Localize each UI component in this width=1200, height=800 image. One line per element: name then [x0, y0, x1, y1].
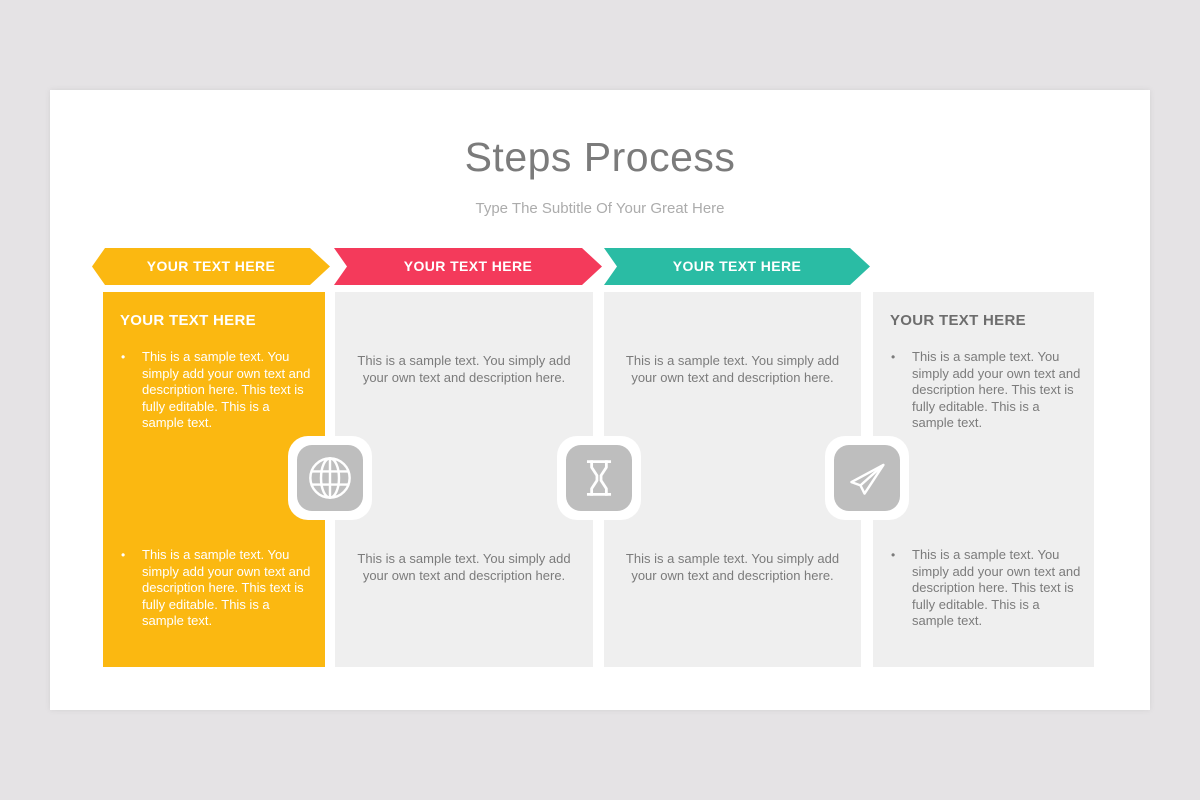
column-heading: YOUR TEXT HERE — [120, 312, 256, 329]
step-column-3: This is a sample text. You simply add yo… — [604, 292, 861, 667]
column-paragraph: This is a sample text. You simply add yo… — [625, 551, 840, 583]
slide-title: Steps Process — [464, 134, 736, 180]
slide-canvas: Steps Process Type The Subtitle Of Your … — [50, 90, 1150, 710]
bullet-marker: • — [121, 548, 126, 562]
column-paragraph: This is a sample text. You simply add yo… — [625, 353, 840, 385]
bullet-item: • This is a sample text. You simply add … — [891, 547, 1084, 630]
bullet-marker: • — [891, 350, 896, 364]
column-paragraph: This is a sample text. You simply add yo… — [357, 353, 571, 385]
step-banner-3: YOUR TEXT HERE — [604, 248, 870, 285]
icon-card — [288, 436, 372, 520]
step-banner-2: YOUR TEXT HERE — [334, 248, 602, 285]
column-heading: YOUR TEXT HERE — [890, 312, 1026, 329]
paper-plane-icon — [834, 445, 900, 511]
bullet-marker: • — [891, 548, 896, 562]
bullet-item: • This is a sample text. You simply add … — [121, 349, 315, 432]
step-column-4: YOUR TEXT HERE • This is a sample text. … — [873, 292, 1094, 667]
bullet-text: This is a sample text. You simply add yo… — [912, 349, 1081, 430]
bullet-marker: • — [121, 350, 126, 364]
globe-icon — [297, 445, 363, 511]
bullet-item: • This is a sample text. You simply add … — [121, 547, 315, 630]
icon-card — [825, 436, 909, 520]
column-paragraph: This is a sample text. You simply add yo… — [357, 551, 571, 583]
icon-card — [557, 436, 641, 520]
bullet-text: This is a sample text. You simply add yo… — [912, 547, 1081, 628]
bullet-item: • This is a sample text. You simply add … — [891, 349, 1084, 432]
slide-subtitle: Type The Subtitle Of Your Great Here — [475, 200, 725, 217]
step-column-2: This is a sample text. You simply add yo… — [335, 292, 593, 667]
bullet-text: This is a sample text. You simply add yo… — [142, 349, 311, 430]
hourglass-icon — [566, 445, 632, 511]
step-banner-1: YOUR TEXT HERE — [92, 248, 330, 285]
bullet-text: This is a sample text. You simply add yo… — [142, 547, 311, 628]
